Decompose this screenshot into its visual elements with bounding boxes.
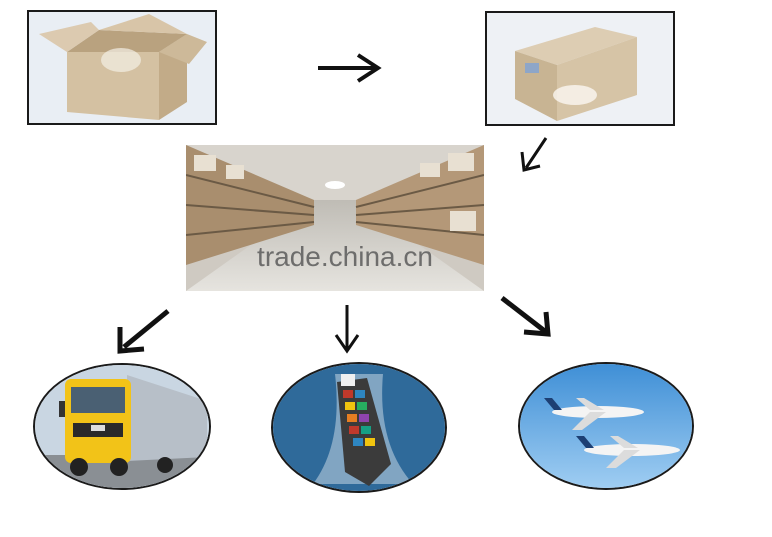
arrow-to-plane-icon xyxy=(498,294,556,340)
watermark-text: trade.china.cn xyxy=(190,232,500,282)
truck-icon xyxy=(35,365,209,488)
arrow-to-truck-icon xyxy=(114,307,172,355)
closed-box-panel xyxy=(485,11,675,126)
plane-panel xyxy=(518,362,694,490)
closed-box-icon xyxy=(487,13,673,124)
ship-panel xyxy=(271,362,447,493)
open-box-icon xyxy=(29,12,215,123)
airplane-icon xyxy=(520,364,692,488)
arrow-right-icon xyxy=(316,52,384,84)
truck-panel xyxy=(33,363,211,490)
open-box-panel xyxy=(27,10,217,125)
arrow-down-left-icon xyxy=(518,136,550,176)
arrow-to-ship-icon xyxy=(333,303,361,355)
cargo-ship-icon xyxy=(273,364,445,491)
